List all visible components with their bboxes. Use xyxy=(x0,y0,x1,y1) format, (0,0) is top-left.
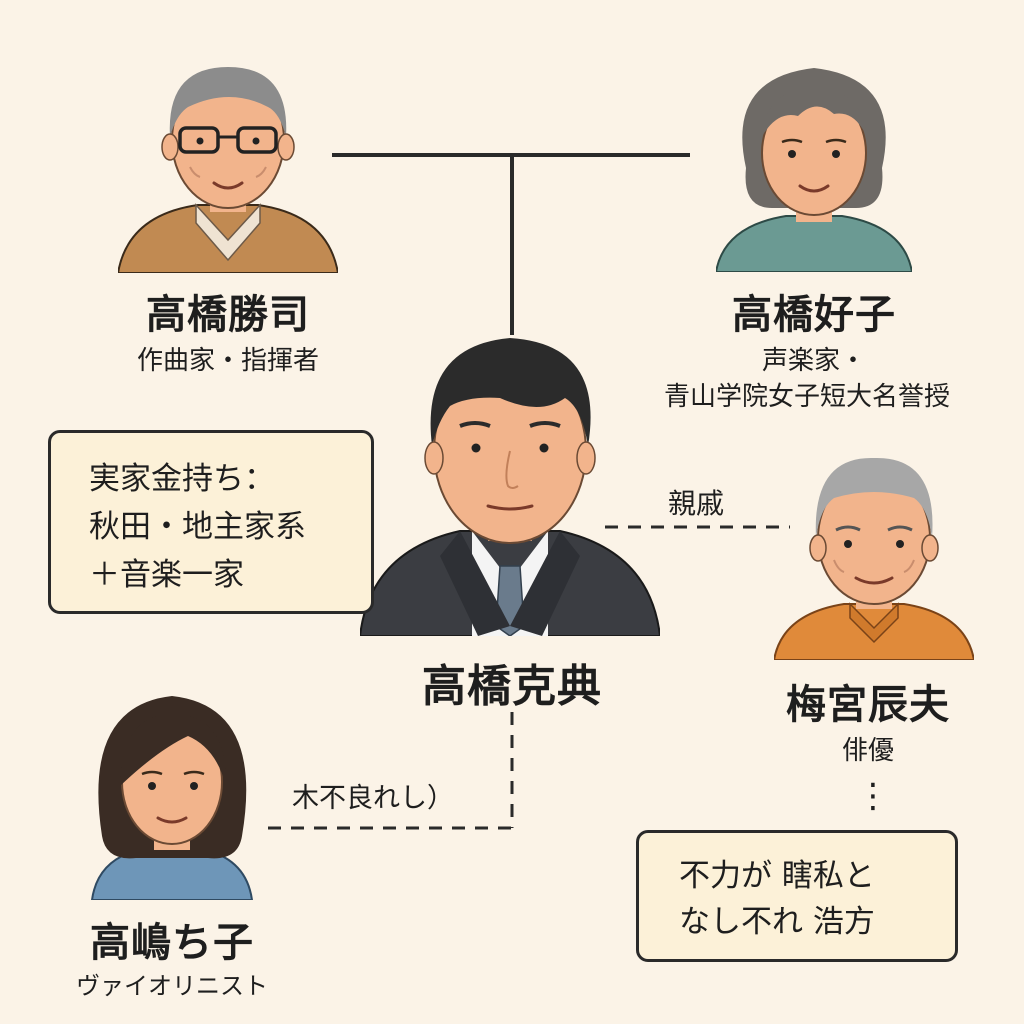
man-in-suit-portrait-icon xyxy=(360,338,660,636)
family-wealth-line1: 実家金持ち： xyxy=(89,461,275,497)
elderly-woman-portrait-icon xyxy=(716,68,912,272)
wife-relation-label: 木不良れし） xyxy=(292,783,454,814)
father-name: 高橋勝司 xyxy=(146,292,310,338)
elderly-man-glasses-portrait-icon xyxy=(118,67,338,273)
vertical-dots: ⋮ xyxy=(856,776,890,816)
wife-role: ヴァイオリニスト xyxy=(76,972,268,1000)
center-person-name: 高橋克典 xyxy=(422,661,602,712)
wife-name: 高嶋ち子 xyxy=(90,920,254,966)
relative-name: 梅宮辰夫 xyxy=(786,682,950,728)
elderly-man-portrait-icon xyxy=(774,457,974,660)
relative-role: 俳優 xyxy=(841,736,894,766)
relative-relation-label: 親戚 xyxy=(668,487,725,520)
mother-role-line1: 声楽家・ xyxy=(761,346,866,376)
bottom-right-line2: なし不れ 浩方 xyxy=(679,904,875,940)
bottom-right-line1: 不力が 瞎私と xyxy=(679,858,875,894)
bottom-right-note: 不力が 瞎私と なし不れ 浩方 xyxy=(636,830,958,962)
father-role: 作曲家・指揮者 xyxy=(136,346,319,376)
woman-portrait-icon xyxy=(90,696,254,900)
family-wealth-note: 実家金持ち： 秋田・地主家系 ＋音楽一家 xyxy=(48,430,374,614)
family-wealth-line2: 秋田・地主家系 xyxy=(89,509,306,545)
mother-role-line2: 青山学院女子短大名誉授 xyxy=(663,382,950,412)
mother-name: 高橋好子 xyxy=(732,292,896,338)
family-wealth-line3: ＋音楽一家 xyxy=(89,557,244,593)
